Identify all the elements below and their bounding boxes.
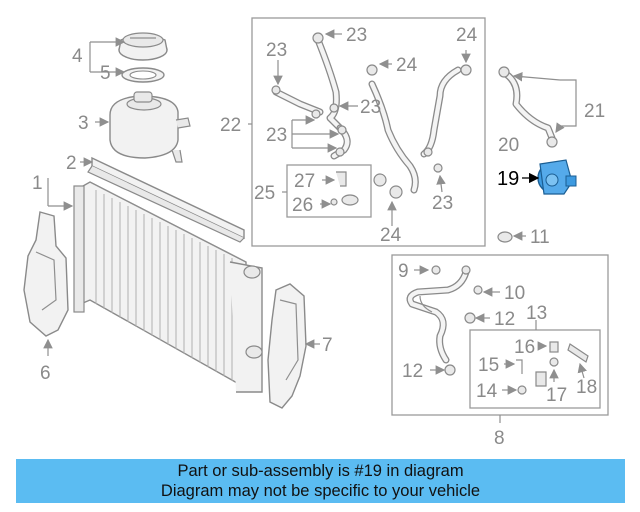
label-6: 6 (40, 363, 51, 384)
label-2: 2 (66, 153, 77, 174)
label-26: 26 (292, 195, 313, 216)
reservoir-cap (118, 32, 168, 61)
radiator (73, 181, 263, 393)
label-25: 25 (254, 183, 275, 204)
label-21: 21 (584, 101, 605, 122)
label-7: 7 (322, 335, 333, 356)
coolant-hoses (271, 32, 472, 206)
label-23-center: 23 (360, 97, 381, 118)
left-air-guide (23, 211, 69, 337)
coolant-reservoir (109, 91, 191, 163)
hose-group-box (251, 17, 486, 247)
subgroup-13-box (469, 329, 601, 409)
callout-labels: 4 5 3 2 1 6 7 8 23 23 24 24 23 22 23 23 … (32, 25, 605, 449)
banner-line-1: Part or sub-assembly is #19 in diagram (177, 462, 464, 480)
label-23-lower: 23 (432, 193, 453, 214)
label-15: 15 (478, 355, 499, 376)
label-20: 20 (498, 135, 519, 156)
label-23-group: 23 (266, 125, 287, 146)
info-banner: Part or sub-assembly is #19 in diagram D… (16, 459, 625, 503)
label-18: 18 (576, 377, 597, 398)
leader-lines (43, 29, 587, 423)
label-17: 17 (546, 385, 567, 406)
label-24-mid: 24 (396, 55, 418, 76)
label-10: 10 (504, 283, 525, 304)
label-19-highlighted: 19 (497, 168, 519, 190)
label-1: 1 (32, 173, 43, 194)
label-12-left: 12 (402, 361, 423, 382)
radiator-upper-bracket (87, 156, 245, 243)
label-12-right: 12 (494, 309, 515, 330)
cap-seal-ring (121, 67, 165, 83)
subgroup-25-box (286, 164, 372, 218)
label-24-right: 24 (456, 25, 478, 46)
hose-clamp (497, 231, 513, 243)
coolant-pipes (406, 265, 589, 395)
label-4: 4 (72, 46, 83, 67)
right-air-guide (267, 283, 307, 409)
auxiliary-water-pump (537, 159, 577, 195)
label-8: 8 (494, 428, 505, 449)
banner-line-2: Diagram may not be specific to your vehi… (160, 482, 481, 500)
label-9: 9 (398, 261, 409, 282)
label-23-left: 23 (266, 40, 287, 61)
label-16: 16 (514, 337, 535, 358)
label-13: 13 (526, 303, 547, 324)
label-23-top: 23 (346, 25, 367, 46)
label-22: 22 (220, 115, 241, 136)
label-14: 14 (476, 381, 498, 402)
label-5: 5 (100, 63, 111, 84)
label-11: 11 (530, 227, 550, 248)
label-3: 3 (78, 113, 89, 134)
label-24-bottom: 24 (380, 225, 402, 246)
label-27: 27 (294, 171, 315, 192)
